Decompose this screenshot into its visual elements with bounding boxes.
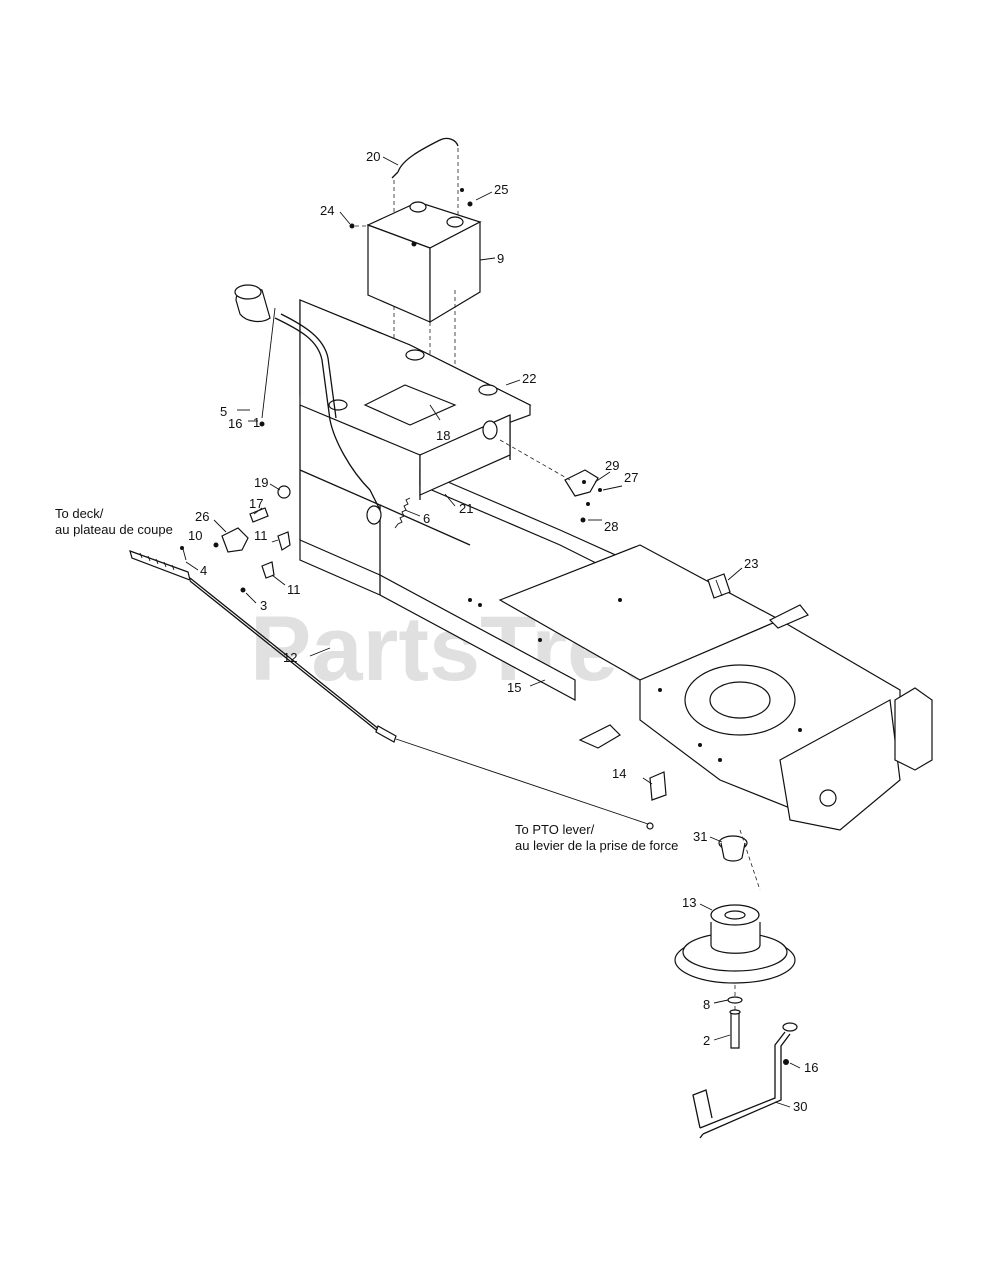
callout-6: 6 [423, 511, 430, 526]
note-to-deck-line2: au plateau de coupe [55, 522, 173, 537]
callout-22: 22 [522, 371, 536, 386]
callout-11a: 11 [254, 528, 268, 543]
idler-bracket [499, 439, 602, 523]
washer-and-pin [727, 996, 743, 1049]
callout-16a: 16 [228, 416, 242, 431]
callout-13: 13 [682, 895, 696, 910]
callout-30: 30 [793, 1099, 807, 1114]
leader-lines [185, 156, 801, 1108]
callout-labels: 1 2 3 4 5 6 8 9 10 11 11 12 13 14 15 16 … [188, 149, 818, 1114]
spring [394, 497, 411, 529]
callout-14: 14 [612, 766, 626, 781]
callout-24: 24 [320, 203, 334, 218]
lift-lever [234, 284, 381, 511]
battery-bolts [349, 188, 473, 229]
callout-4: 4 [200, 563, 207, 578]
callout-31: 31 [693, 829, 707, 844]
note-to-pto: To PTO lever/ au levier de la prise de f… [515, 822, 678, 853]
callout-9: 9 [497, 251, 504, 266]
callout-19: 19 [254, 475, 268, 490]
note-to-deck: To deck/ au plateau de coupe [55, 506, 173, 537]
seat-switch [707, 573, 731, 599]
callout-5: 5 [220, 404, 227, 419]
callout-25: 25 [494, 182, 508, 197]
pto-cable [129, 550, 654, 830]
callout-16b: 16 [804, 1060, 818, 1075]
callout-26: 26 [195, 509, 209, 524]
callout-17: 17 [249, 496, 263, 511]
callout-15: 15 [507, 680, 521, 695]
callout-8: 8 [703, 997, 710, 1012]
callout-21: 21 [459, 501, 473, 516]
callout-23: 23 [744, 556, 758, 571]
mounting-bracket [366, 414, 511, 525]
note-to-deck-line1: To deck/ [55, 506, 104, 521]
battery-tray [299, 299, 532, 540]
callout-3: 3 [260, 598, 267, 613]
callout-27: 27 [624, 470, 638, 485]
battery-hold-down-rod [391, 137, 459, 430]
note-to-pto-line2: au levier de la prise de force [515, 838, 678, 853]
callout-1: 1 [253, 415, 260, 430]
callout-10: 10 [188, 528, 202, 543]
main-frame [299, 469, 933, 831]
idler-rod [692, 1022, 798, 1139]
pto-switch [649, 771, 667, 801]
callout-28: 28 [604, 519, 618, 534]
bushing [718, 829, 761, 891]
callout-11b: 11 [287, 582, 301, 597]
note-to-pto-line1: To PTO lever/ [515, 822, 595, 837]
callout-18: 18 [436, 428, 450, 443]
callout-20: 20 [366, 149, 380, 164]
callout-29: 29 [605, 458, 619, 473]
callout-12: 12 [283, 650, 297, 665]
small-parts-left [180, 421, 291, 593]
callout-2: 2 [703, 1033, 710, 1048]
